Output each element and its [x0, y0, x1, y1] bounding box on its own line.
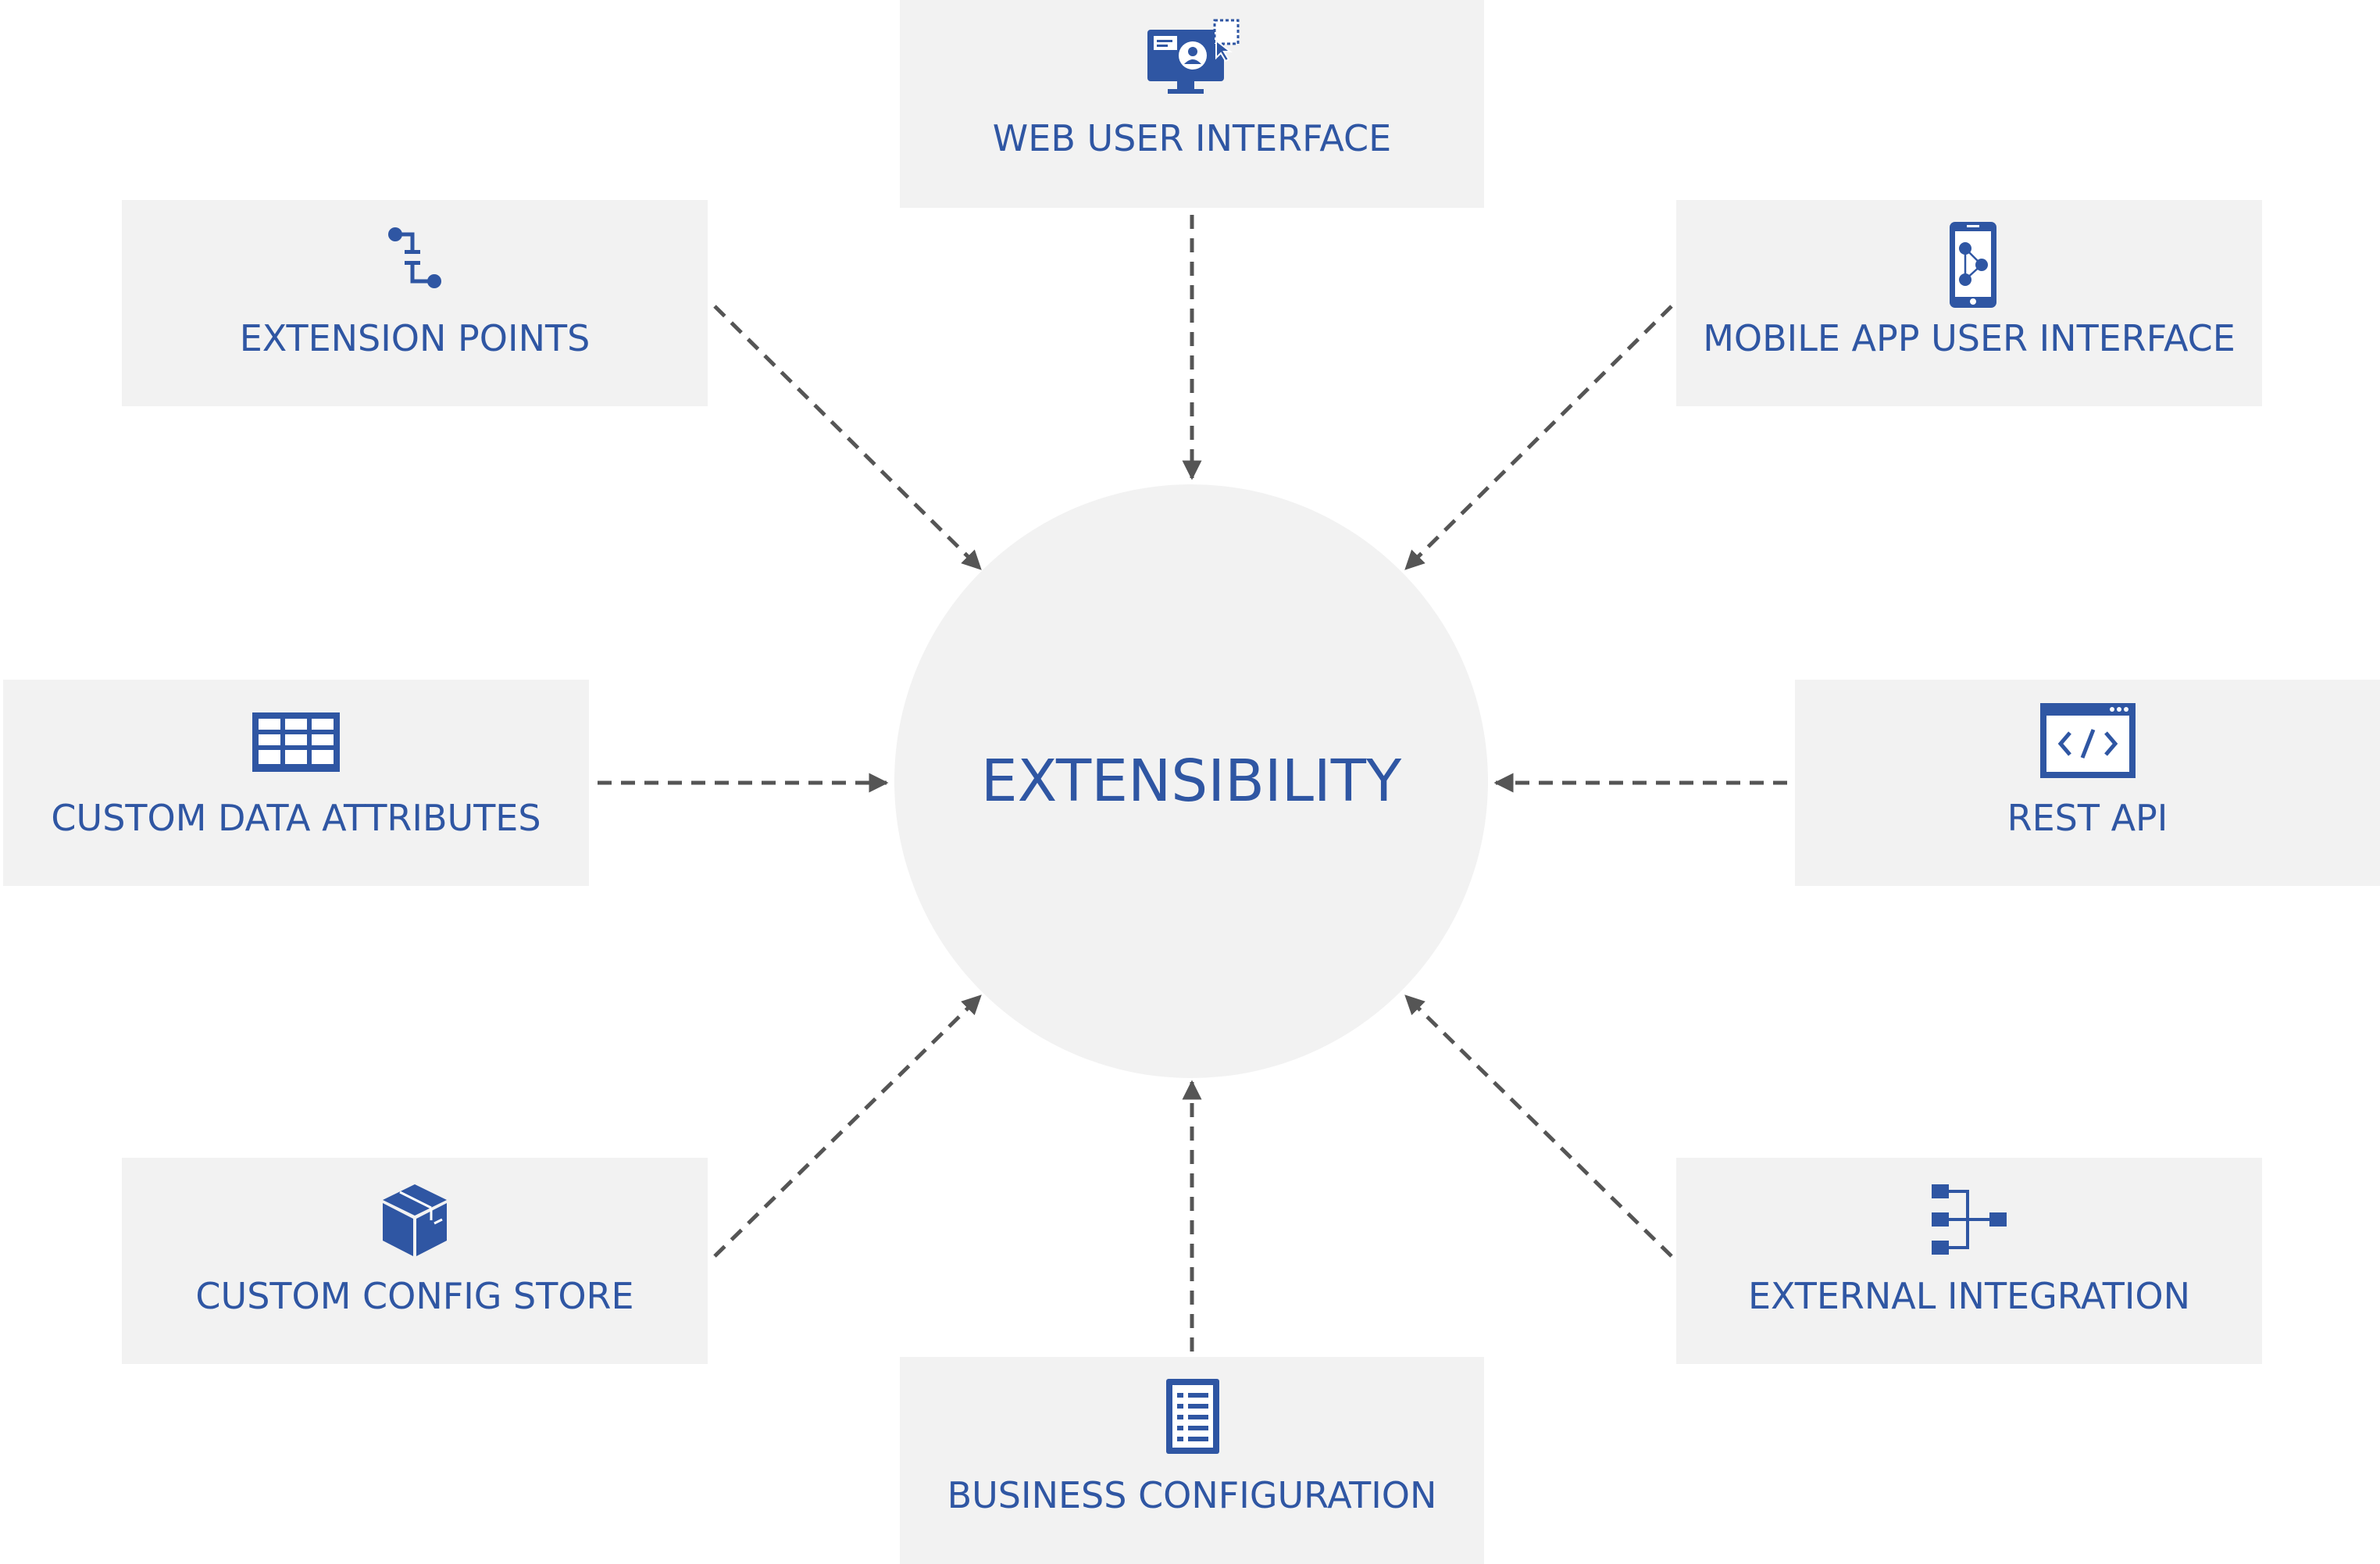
code-window-icon: [1795, 698, 2380, 784]
extensibility-hub: EXTENSIBILITY: [894, 484, 1488, 1078]
arrow-config-store: [713, 994, 982, 1258]
node-label: CUSTOM CONFIG STORE: [195, 1275, 634, 1317]
node-label: WEB USER INTERFACE: [992, 117, 1392, 159]
node-label: EXTENSION POINTS: [239, 317, 591, 359]
package-box-icon: [122, 1177, 708, 1262]
node-label: REST API: [2007, 797, 2168, 839]
arrow-extension-points: [713, 305, 982, 570]
arrow-external-integration: [1404, 994, 1673, 1258]
node-mobile-app-user-interface: MOBILE APP USER INTERFACE: [1676, 200, 2262, 406]
table-grid-icon: [3, 698, 589, 784]
connector-icon: [122, 219, 708, 305]
hierarchy-icon: [1676, 1177, 2262, 1262]
monitor-user-icon: [900, 19, 1484, 105]
node-label: EXTERNAL INTEGRATION: [1747, 1275, 2191, 1317]
node-web-user-interface: WEB USER INTERFACE: [900, 0, 1484, 208]
node-business-configuration: BUSINESS CONFIGURATION: [900, 1357, 1484, 1564]
node-rest-api: REST API: [1795, 680, 2380, 886]
node-label: MOBILE APP USER INTERFACE: [1703, 317, 2235, 359]
hub-label: EXTENSIBILITY: [980, 748, 1402, 815]
checklist-icon: [900, 1376, 1484, 1462]
arrow-mobile-ui: [1404, 305, 1673, 570]
mobile-users-icon: [1676, 219, 2262, 311]
node-custom-config-store: CUSTOM CONFIG STORE: [122, 1158, 708, 1364]
node-external-integration: EXTERNAL INTEGRATION: [1676, 1158, 2262, 1364]
node-extension-points: EXTENSION POINTS: [122, 200, 708, 406]
node-label: BUSINESS CONFIGURATION: [947, 1474, 1437, 1516]
node-custom-data-attributes: CUSTOM DATA ATTRIBUTES: [3, 680, 589, 886]
node-label: CUSTOM DATA ATTRIBUTES: [51, 797, 541, 839]
